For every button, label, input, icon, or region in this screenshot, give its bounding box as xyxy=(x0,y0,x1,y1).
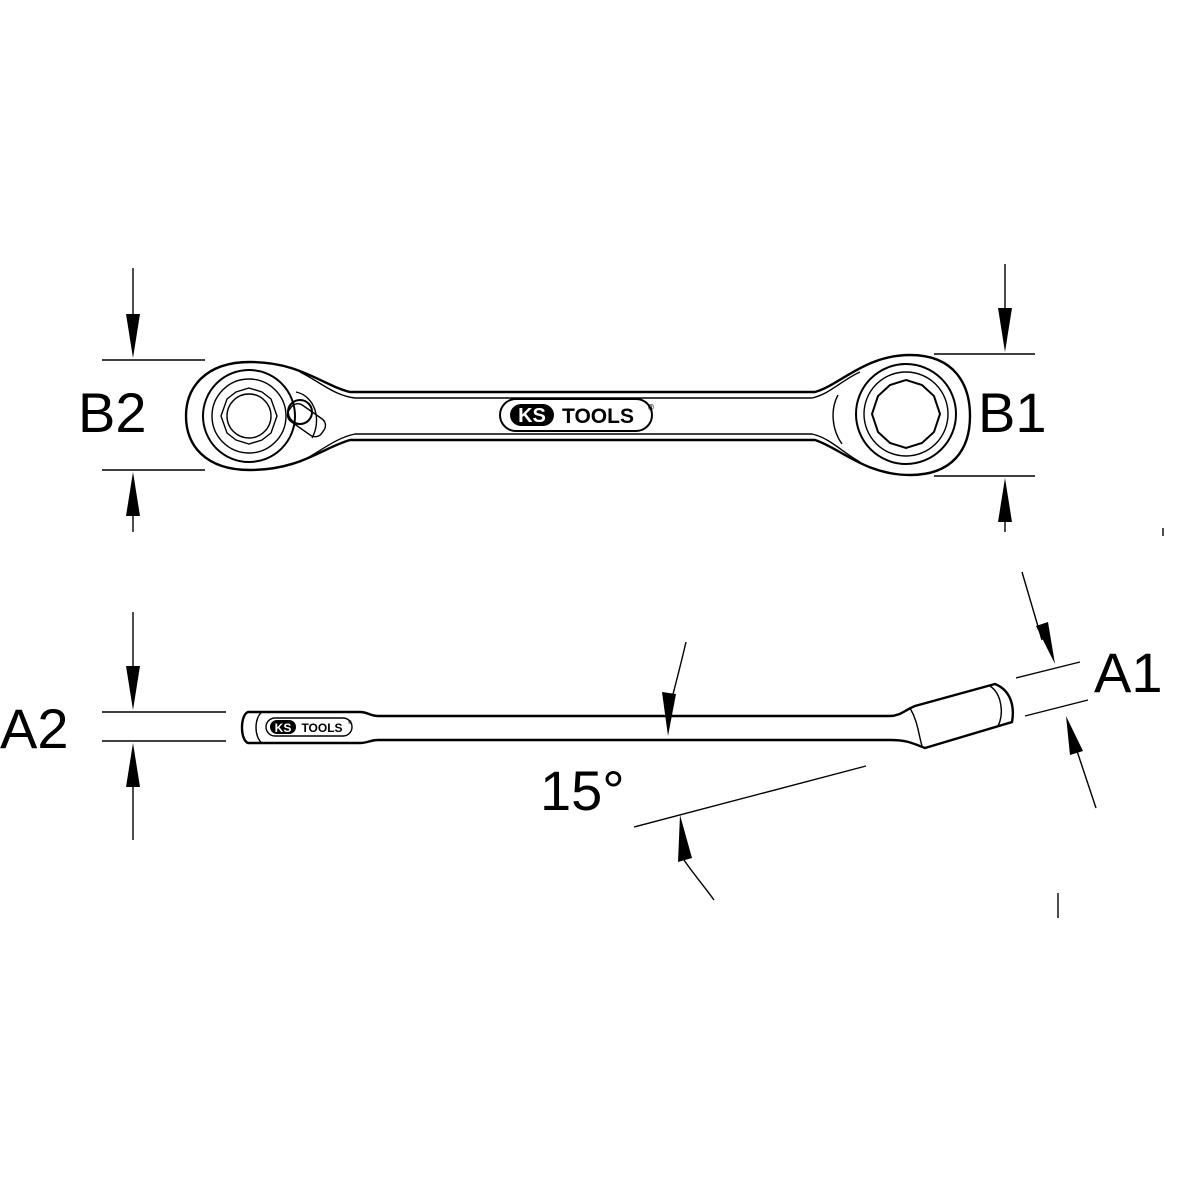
wrench-top-outline xyxy=(184,353,972,477)
logo-top-tools: TOOLS xyxy=(562,405,634,428)
side-view: KS TOOLS ® A2 A1 xyxy=(0,528,1164,918)
b2-dimension: B2 xyxy=(78,268,205,532)
b1-dimension: B1 xyxy=(934,264,1047,532)
label-b2: B2 xyxy=(78,381,147,444)
label-a2: A2 xyxy=(0,697,69,760)
logo-top-registered: ® xyxy=(648,403,654,412)
left-ring-outer xyxy=(202,369,296,463)
wrench-side-left-head xyxy=(240,682,1014,750)
wrench-top-inner-contour-lower xyxy=(299,433,861,463)
logo-side-tools: TOOLS xyxy=(301,721,342,735)
label-angle: 15° xyxy=(540,759,625,822)
angle-dimension: 15° xyxy=(540,641,867,901)
top-view: KS TOOLS ® B2 B1 xyxy=(78,264,1047,532)
left-ring-12point xyxy=(220,387,278,445)
label-b1: B1 xyxy=(978,381,1047,444)
left-ring-mid xyxy=(211,378,287,454)
wrench-side-neck xyxy=(909,707,923,747)
logo-top: KS TOOLS ® xyxy=(499,398,654,432)
right-ring-outer xyxy=(855,363,957,465)
a1-dimension: A1 xyxy=(1015,571,1163,809)
logo-side-registered: ® xyxy=(348,719,352,726)
logo-side-ks: KS xyxy=(275,721,292,735)
logo-top-ks: KS xyxy=(518,405,546,427)
logo-side: KS TOOLS ® xyxy=(265,717,353,737)
a2-dimension: A2 xyxy=(0,612,226,840)
left-ring-inner xyxy=(226,393,272,439)
reversing-lever xyxy=(286,391,327,439)
right-ring-mid xyxy=(863,371,949,457)
wrench-side-left-cap xyxy=(255,711,263,744)
wrench-side-right-cap xyxy=(989,685,1002,727)
right-ring-shade xyxy=(832,394,843,445)
label-a1: A1 xyxy=(1094,641,1163,704)
right-ring-12point xyxy=(870,378,942,450)
